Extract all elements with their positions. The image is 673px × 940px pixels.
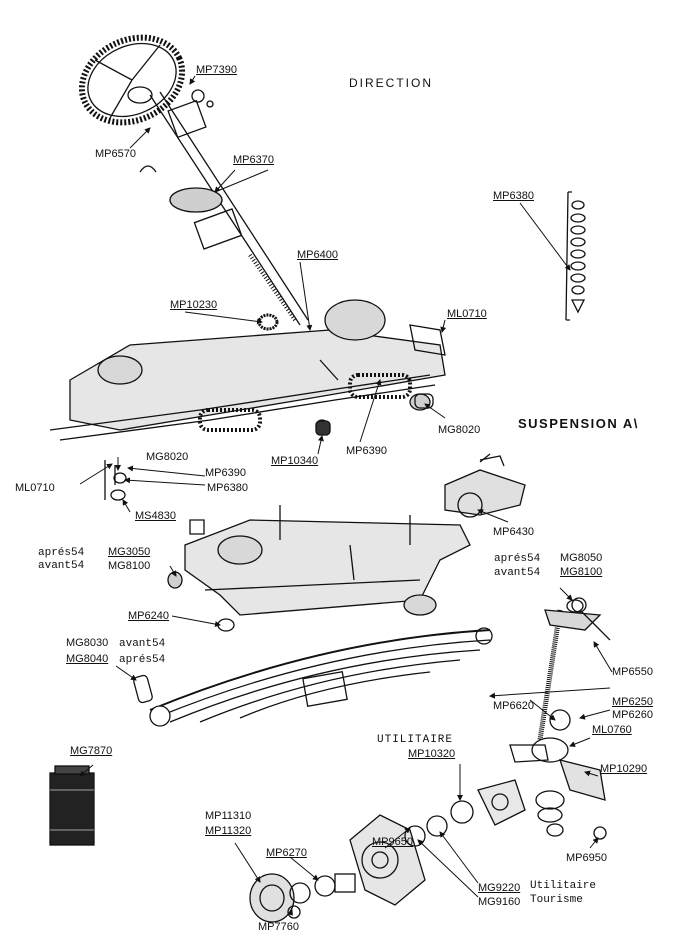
- part-label-mg8100-b: MG8100: [560, 566, 603, 578]
- section-title-direction: DIRECTION: [349, 76, 433, 90]
- upper-wishbone: [444, 453, 526, 518]
- part-label-ml0710-right: ML0710: [447, 308, 487, 320]
- part-label-mp6390-left: MP6390: [205, 467, 246, 479]
- part-label-mp6270: MP6270: [266, 847, 307, 859]
- part-label-mp10320: MP10320: [408, 748, 456, 760]
- part-label-mp6400: MP6400: [297, 249, 338, 261]
- part-label-mp6390-right: MP6390: [346, 445, 387, 457]
- part-label-mg3050: MG3050: [108, 546, 151, 558]
- parts-stack-mp6380: [565, 191, 586, 321]
- hub-assembly: [249, 779, 526, 923]
- part-label-mp9650: MP9650: [372, 836, 413, 848]
- part-note-avant54-c: avant54: [119, 638, 166, 650]
- part-label-mg8050: MG8050: [560, 552, 603, 564]
- part-label-mp6550: MP6550: [612, 666, 653, 678]
- leader-lines: [79, 75, 613, 916]
- part-label-mg8100-a: MG8100: [108, 560, 151, 572]
- part-note-apres54-a: aprés54: [38, 547, 85, 559]
- part-label-mg8020-left: MG8020: [146, 451, 189, 463]
- part-label-mg7870: MG7870: [70, 745, 113, 757]
- part-note-avant54-a: avant54: [38, 560, 85, 572]
- part-label-mp6380-top: MP6380: [493, 190, 534, 202]
- part-label-mp11320: MP11320: [205, 825, 252, 837]
- part-label-mp10230: MP10230: [170, 299, 218, 311]
- part-label-mp6950: MP6950: [566, 852, 607, 864]
- part-note-utilitaire: Utilitaire: [530, 880, 597, 892]
- part-label-mp6240: MP6240: [128, 610, 169, 622]
- part-label-mg8040: MG8040: [66, 653, 109, 665]
- part-label-mp6430: MP6430: [493, 526, 534, 538]
- part-label-mp10290: MP10290: [600, 763, 648, 775]
- part-label-mp6370: MP6370: [233, 154, 274, 166]
- part-label-mg8020-right: MG8020: [438, 424, 481, 436]
- part-note-apres54-b: aprés54: [494, 553, 541, 565]
- part-label-mp6250: MP6250: [612, 696, 653, 708]
- grease-can: [49, 765, 95, 846]
- part-note-tourisme: Tourisme: [530, 894, 583, 906]
- part-note-avant54-b: avant54: [494, 567, 541, 579]
- steering-wheel: [78, 34, 186, 126]
- part-label-mp6260: MP6260: [612, 709, 653, 721]
- part-label-ml0760: ML0760: [592, 724, 632, 736]
- part-label-mp7760: MP7760: [258, 921, 299, 933]
- part-note-apres54-c: aprés54: [119, 654, 166, 666]
- section-title-suspension: SUSPENSION A\: [518, 416, 639, 431]
- part-label-mp6570: MP6570: [95, 148, 136, 160]
- part-label-mp7390: MP7390: [196, 64, 237, 76]
- part-label-mg8030: MG8030: [66, 637, 109, 649]
- steering-column: [139, 89, 309, 326]
- part-label-mg9220: MG9220: [478, 882, 521, 894]
- part-label-mp6620: MP6620: [493, 700, 534, 712]
- part-label-mp11310: MP11310: [205, 810, 252, 822]
- part-label-ms4830: MS4830: [135, 510, 176, 522]
- part-note-utilitaire-top: UTILITAIRE: [377, 734, 454, 746]
- lower-subframe: [184, 505, 471, 616]
- front-crossmember: [49, 299, 446, 500]
- leaf-spring: [149, 627, 493, 727]
- part-label-mg9160: MG9160: [478, 896, 521, 908]
- part-label-mp6380-left: MP6380: [207, 482, 248, 494]
- part-label-mp10340: MP10340: [271, 455, 319, 467]
- part-label-ml0710-left: ML0710: [15, 482, 55, 494]
- stub-axle-assembly: [509, 597, 611, 840]
